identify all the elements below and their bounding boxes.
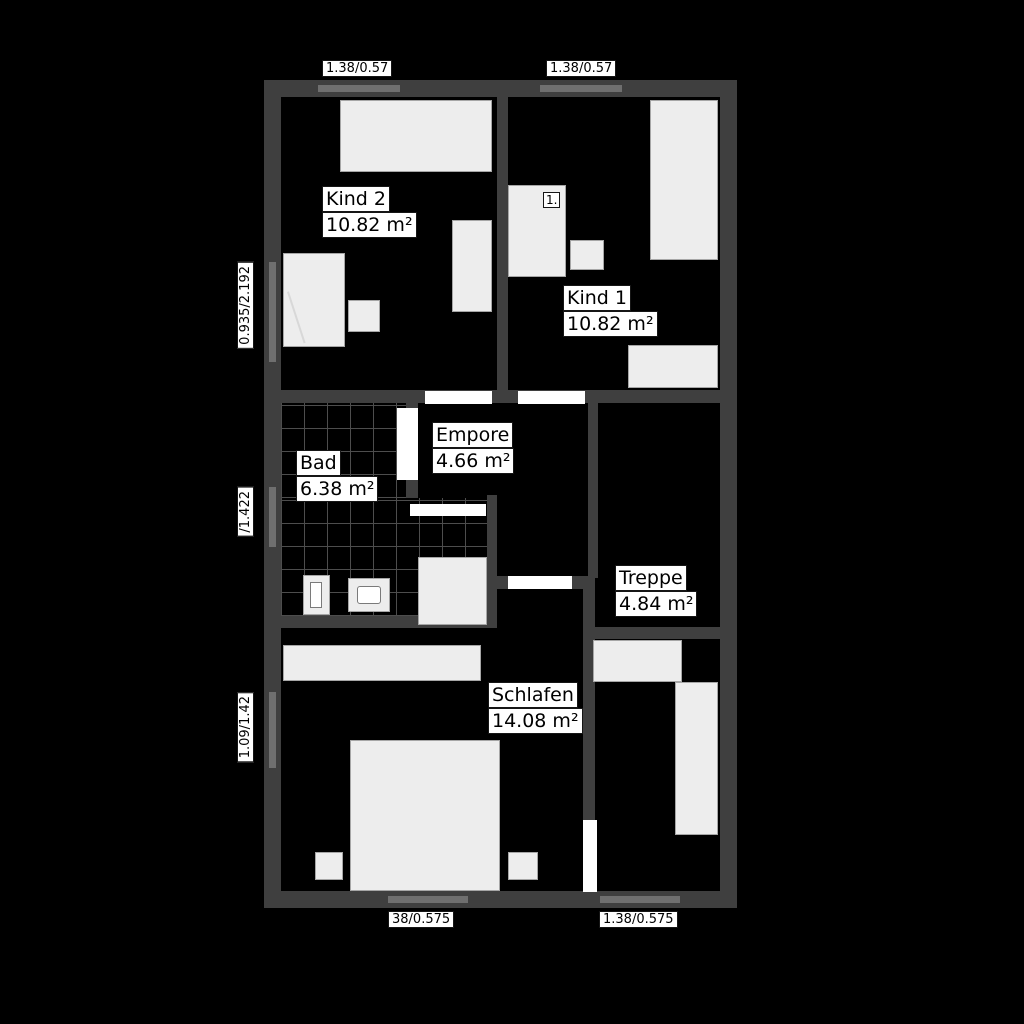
wardrobe-right [675,682,718,835]
room-label-empore: Empore 4.66 m² [432,422,515,474]
room-name: Treppe [615,565,687,591]
room-label-treppe: Treppe 4.84 m² [615,565,698,617]
dim-bottom-right: 1.38/0.575 [599,911,678,928]
window-left-upper [269,262,276,362]
room-area: 14.08 m² [488,708,583,734]
room-name: Empore [432,422,514,448]
room-label-bad: Bad 6.38 m² [296,450,379,502]
room-area: 4.66 m² [432,448,515,474]
door-treppe [508,576,572,589]
dim-top-right: 1.38/0.57 [546,60,617,77]
kind1-marker: 1. [543,192,561,208]
dim-bottom-left: 38/0.575 [388,911,455,928]
room-area: 4.84 m² [615,591,698,617]
shower [418,557,487,625]
room-label-kind1: Kind 1 10.82 m² [563,285,658,337]
room-name: Kind 1 [563,285,631,311]
room-label-kind2: Kind 2 10.82 m² [322,186,417,238]
dim-left-middle: /1.422 [237,487,254,537]
dresser-schlafen [283,645,481,681]
wall-outer-bottom [264,891,737,908]
chair-kind1 [570,240,604,270]
wall-bad-right-lower [487,495,497,628]
desk-kind2 [452,220,492,312]
wardrobe-kind1 [650,100,718,260]
room-name: Kind 2 [322,186,390,212]
wall-outer-right [720,80,737,908]
dim-left-lower: 1.09/1.42 [237,692,254,763]
bed-schlafen [350,740,500,891]
nightstand-right [508,852,538,880]
room-name: Schlafen [488,682,578,708]
table-kind2 [348,300,380,332]
window-left-lower [269,692,276,768]
toilet-bowl [310,582,322,608]
wall-treppe-left [588,403,598,578]
window-left-middle [269,487,276,547]
door-bad [397,408,418,480]
room-label-schlafen: Schlafen 14.08 m² [488,682,583,734]
door-bad-inner [410,504,486,516]
wall-kids-divider [497,97,508,391]
window-top-left [318,85,400,92]
dim-top-left: 1.38/0.57 [322,60,393,77]
toilet [303,575,330,615]
nightstand-left [315,852,343,880]
bed-kind2 [340,100,492,172]
door-kind1 [518,391,585,404]
room-area: 10.82 m² [322,212,417,238]
door-bottom-right [583,820,597,892]
door-kind2 [425,391,492,404]
sink-basin [357,586,381,604]
window-bottom-right [600,896,680,903]
wardrobe-kind2 [283,253,345,347]
wall-treppe-bottom [595,627,720,639]
window-bottom-left [388,896,468,903]
wall-outer-top [264,80,737,97]
room-name: Bad [296,450,341,476]
dim-left-upper: 0.935/2.192 [237,262,254,349]
wall-mid-horizontal [281,390,720,403]
cabinet-right [593,640,682,682]
room-area: 10.82 m² [563,311,658,337]
wall-schlafen-right [583,589,595,891]
sink [348,578,390,612]
window-top-right [540,85,622,92]
room-area: 6.38 m² [296,476,379,502]
sideboard-kind1 [628,345,718,388]
